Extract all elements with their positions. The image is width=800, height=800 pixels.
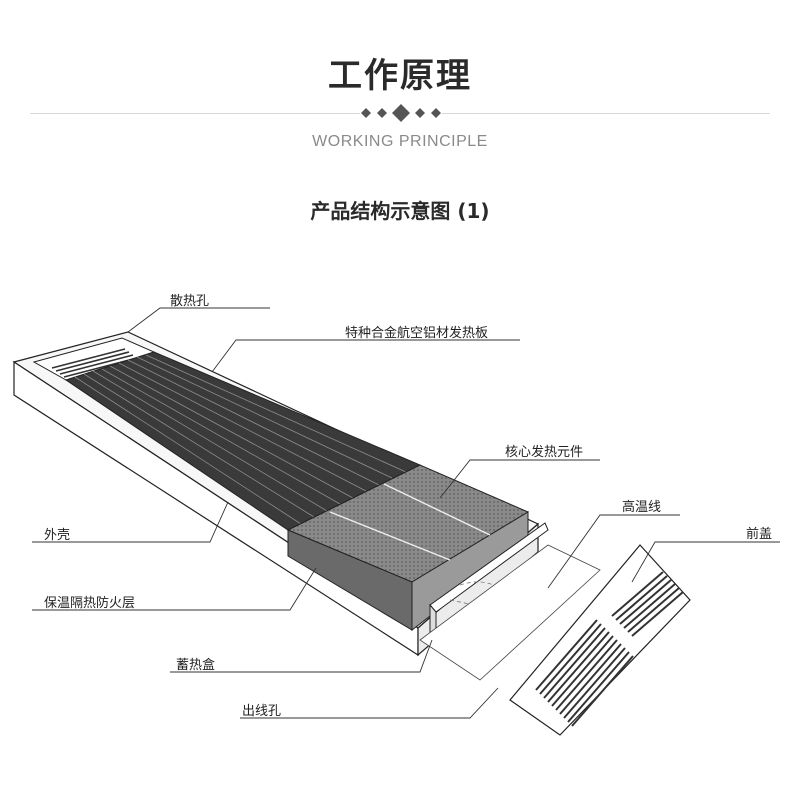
divider-right (442, 113, 770, 114)
label-wire-hole: 出线孔 (242, 704, 282, 719)
diamond-ornament-icon (361, 104, 441, 122)
label-vent-holes: 散热孔 (170, 294, 210, 309)
label-outer-shell: 外壳 (44, 528, 71, 543)
label-heat-box: 蓄热盒 (176, 658, 216, 673)
label-front-cover: 前盖 (746, 527, 773, 542)
label-insulation-layer: 保温隔热防火层 (44, 596, 136, 611)
label-core-element: 核心发热元件 (505, 445, 584, 460)
front-cover (509, 544, 691, 736)
page-subtitle: WORKING PRINCIPLE (312, 133, 488, 150)
label-aluminum-plate: 特种合金航空铝材发热板 (345, 326, 489, 341)
leader-lines (32, 307, 780, 719)
diagram-caption: 产品结构示意图 (1) (310, 199, 490, 223)
page-title: 工作原理 (328, 56, 472, 96)
divider-left (30, 113, 360, 114)
label-high-temp-wire: 高温线 (622, 500, 662, 515)
